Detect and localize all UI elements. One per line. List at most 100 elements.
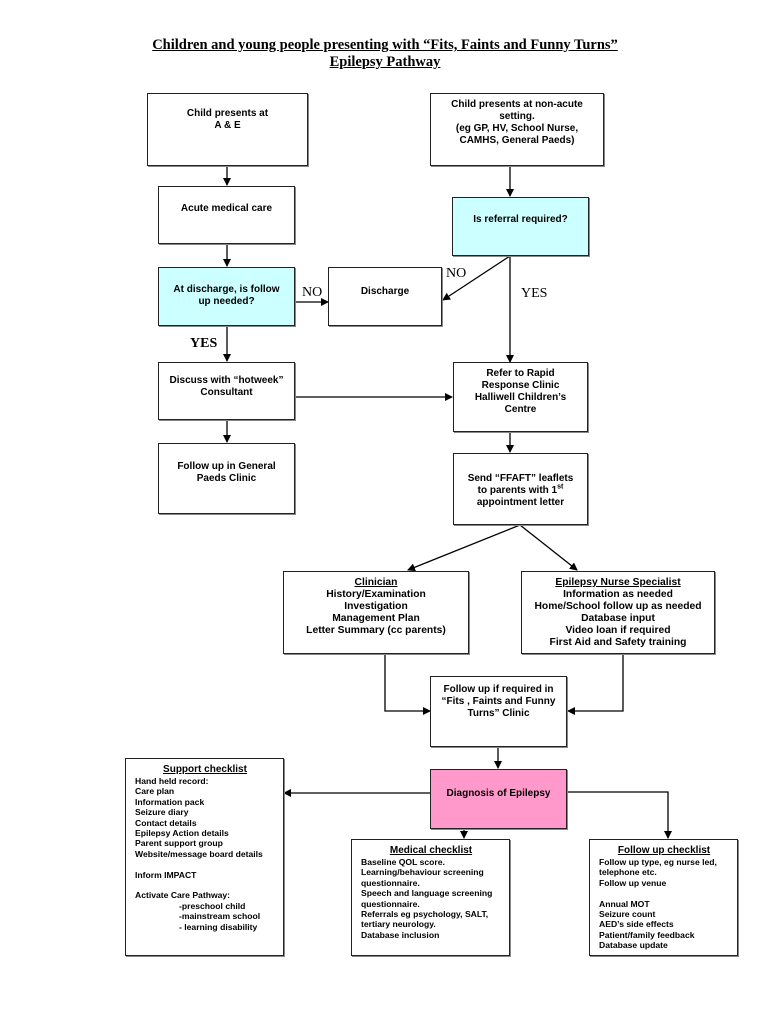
node-send-ffaft-leaflets: Send “FFAFT” leaflets to parents with 1s… xyxy=(453,453,588,525)
checklist-item: Hand held record: xyxy=(135,776,209,786)
followup-checklist: Follow up checklist Follow up type, eg n… xyxy=(589,839,738,956)
node-text: Is referral required? xyxy=(473,214,568,225)
checklist-item: Care plan xyxy=(135,786,175,797)
title-line-1: Children and young people presenting wit… xyxy=(152,37,618,53)
node-heading: Epilepsy Nurse Specialist xyxy=(555,577,681,588)
arrow-referral-to-discharge xyxy=(442,255,511,301)
checklist-spacer xyxy=(599,888,729,898)
checklist-item: Follow up type, eg nurse led, xyxy=(599,857,717,867)
node-text: Halliwell Children’s xyxy=(474,392,567,403)
checklist-heading: Support checklist xyxy=(163,764,247,775)
checklist-spacer xyxy=(135,859,275,869)
checklist-item: Database inclusion xyxy=(361,929,440,940)
checklist-sub-item: -preschool child xyxy=(179,900,246,911)
checklist-spacer xyxy=(135,880,275,890)
node-text: Send “FFAFT” leaflets xyxy=(467,473,574,484)
node-text: Acute medical care xyxy=(180,203,273,214)
arrow-nurse-to-clinic xyxy=(567,653,624,715)
checklist-item: Baseline QOL score. xyxy=(361,857,445,867)
diagram-subtitle: Epilepsy Pathway xyxy=(0,54,770,71)
edge-label-yes-discharge: YES xyxy=(190,336,218,351)
node-ffaft-clinic-followup: Follow up if required in “Fits , Faints … xyxy=(430,676,567,747)
checklist-item: Speech and language screening xyxy=(361,888,493,899)
checklist-item: tertiary neurology. xyxy=(361,919,436,930)
checklist-heading: Medical checklist xyxy=(389,845,473,856)
node-text: “Fits , Faints and Funny xyxy=(441,696,556,707)
node-rapid-response-clinic: Refer to Rapid Response Clinic Halliwell… xyxy=(453,362,588,432)
checklist-item: questionnaire. xyxy=(361,898,420,909)
checklist-item: Parent support group xyxy=(135,838,223,849)
node-text: up needed? xyxy=(198,296,255,307)
node-text: Discuss with “hotweek” xyxy=(169,375,284,386)
checklist-item: Activate Care Pathway: xyxy=(135,890,231,901)
checklist-item: telephone etc. xyxy=(599,867,657,878)
checklist-sub-item: - learning disability xyxy=(179,921,258,932)
checklist-item: questionnaire. xyxy=(361,877,420,888)
node-text: Child presents at non-acute xyxy=(451,99,583,110)
node-text: At discharge, is follow xyxy=(173,284,280,295)
checklist-item: Referrals eg psychology, SALT, xyxy=(361,909,489,920)
node-followup-general-paeds: Follow up in General Paeds Clinic xyxy=(158,443,295,514)
checklist-item: Information pack xyxy=(135,796,205,807)
node-diagnosis-of-epilepsy: Diagnosis of Epilepsy xyxy=(430,769,567,829)
checklist-item: Seizure diary xyxy=(135,807,189,818)
node-text: appointment letter xyxy=(476,497,565,508)
node-clinician: Clinician History/Examination Investigat… xyxy=(283,571,469,654)
node-text: Diagnosis of Epilepsy xyxy=(446,788,551,799)
node-text-part: to parents with 1 xyxy=(477,485,558,496)
node-text: Database input xyxy=(581,613,655,624)
node-text: Discharge xyxy=(360,286,410,297)
arrow-diagnosis-to-followup xyxy=(566,791,672,839)
node-text: Response Clinic xyxy=(481,380,560,391)
checklist-item: Annual MOT xyxy=(599,898,650,909)
node-text: A & E xyxy=(214,120,241,131)
edge-label-no-discharge: NO xyxy=(302,285,323,300)
checklist-heading: Follow up checklist xyxy=(617,845,711,856)
node-heading: Clinician xyxy=(354,577,398,588)
checklist-item: Patient/family feedback xyxy=(599,929,695,940)
node-child-presents-non-acute: Child presents at non-acute setting. (eg… xyxy=(430,93,604,166)
node-text: Home/School follow up as needed xyxy=(534,601,702,612)
title-line-2: Epilepsy Pathway xyxy=(329,54,441,70)
diagram-title: Children and young people presenting wit… xyxy=(0,37,770,54)
medical-checklist: Medical checklist Baseline QOL score. Le… xyxy=(351,839,510,956)
checklist-item: Seizure count xyxy=(599,909,656,920)
arrow-clinician-to-clinic xyxy=(384,653,431,715)
checklist-sub-item: -mainstream school xyxy=(179,911,261,922)
node-text: setting. xyxy=(499,111,535,122)
node-text: Follow up in General xyxy=(177,461,276,472)
checklist-item: Contact details xyxy=(135,817,197,828)
node-acute-medical-care: Acute medical care xyxy=(158,186,295,244)
checklist-item: Learning/behaviour screening xyxy=(361,867,484,878)
checklist-item: Follow up venue xyxy=(599,877,667,888)
node-text: Management Plan xyxy=(332,613,420,624)
node-text: First Aid and Safety training xyxy=(549,637,687,648)
node-text: Information as needed xyxy=(563,589,673,600)
edge-label-no-referral: NO xyxy=(446,266,467,281)
node-text: Letter Summary (cc parents) xyxy=(306,625,446,636)
checklist-item: AED’s side effects xyxy=(599,919,674,930)
node-text: Investigation xyxy=(344,601,408,612)
checklist-item: Inform IMPACT xyxy=(135,869,197,880)
node-epilepsy-nurse-specialist: Epilepsy Nurse Specialist Information as… xyxy=(521,571,715,654)
superscript: st xyxy=(557,483,564,491)
node-text: (eg GP, HV, School Nurse, xyxy=(455,123,579,134)
checklist-item: Website/message board details xyxy=(135,848,263,859)
arrow-ffaft-to-nurse xyxy=(519,524,578,571)
node-discharge: Discharge xyxy=(328,267,442,326)
node-text: CAMHS, General Paeds) xyxy=(459,135,575,146)
node-text: History/Examination xyxy=(326,589,426,600)
edge-label-yes-referral: YES xyxy=(521,286,548,301)
node-is-referral-required: Is referral required? xyxy=(452,197,589,256)
node-discharge-followup-decision: At discharge, is follow up needed? xyxy=(158,267,295,326)
node-text: Centre xyxy=(504,404,537,415)
node-text: Child presents at xyxy=(186,108,269,119)
node-text: Follow up if required in xyxy=(443,684,554,695)
node-text: Refer to Rapid xyxy=(486,368,555,379)
node-text: Paeds Clinic xyxy=(196,473,257,484)
arrow-ffaft-to-clinician xyxy=(407,524,521,572)
node-text: Turns” Clinic xyxy=(467,708,530,719)
support-checklist: Support checklist Hand held record: Care… xyxy=(125,758,284,956)
node-text: Consultant xyxy=(200,387,253,398)
